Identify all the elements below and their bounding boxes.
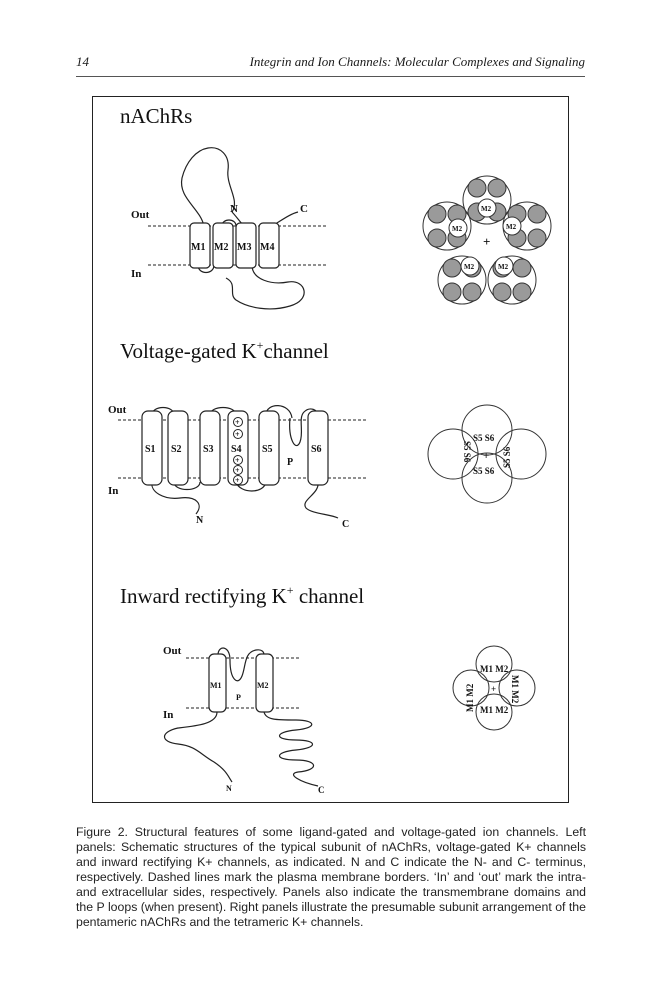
kv-segment-label: S6: [311, 444, 322, 455]
nachr-pore-center: +: [483, 234, 490, 249]
kv-title: Voltage-gated K+channel: [120, 338, 329, 363]
kir-segments: M1 M2: [208, 653, 274, 713]
kv-segment-label: S1: [145, 444, 156, 455]
kir-subunit-bottom: [475, 693, 513, 731]
kv-segment-s1: [141, 410, 163, 486]
kir-segment-label: M1: [210, 681, 222, 690]
nachr-subunit: [502, 201, 552, 251]
kir-pore-top-label: M1 M2: [480, 664, 509, 674]
page-number: 14: [76, 54, 89, 69]
nachr-extracellular-loop: [181, 147, 236, 227]
nachr-segment-label: M2: [214, 242, 228, 253]
kir-n-label: N: [226, 784, 232, 793]
nachr-out-label: Out: [131, 209, 150, 221]
kir-pore-left-label: M1 M2: [465, 683, 475, 712]
kir-in-label: In: [163, 709, 173, 721]
kir-segment-label: M2: [257, 681, 269, 690]
kv-s4-charge: +: [235, 456, 240, 465]
nachr-segment-m1: [189, 222, 211, 269]
kv-n-label: N: [196, 515, 204, 526]
kir-subunit-left: [452, 669, 490, 707]
kv-segment-label: S4: [231, 444, 242, 455]
header-rule: [76, 76, 585, 77]
kir-subunit-top: [475, 645, 513, 683]
kir-panel: Inward rectifying K+ channel Out In M1 M…: [120, 583, 536, 795]
kv-subunit-right: [495, 428, 547, 480]
kv-pore-top-label: S5 S6: [473, 433, 495, 443]
kir-tetramer: M1 M2 M1 M2 M1 M2 M1 M2 +: [452, 645, 536, 731]
kv-segment-s5: [258, 410, 280, 486]
nachr-segment-m4: [258, 222, 280, 269]
kv-segment-s6: [307, 410, 329, 486]
running-title: Integrin and Ion Channels: Molecular Com…: [249, 54, 585, 69]
kv-pore-left-label: S5 S6: [462, 441, 472, 463]
kir-n-tail: [163, 711, 233, 783]
nachr-panel: nAChRs Out In M1 M2 M3 M4 N C: [120, 104, 552, 310]
kv-segment-label: S2: [171, 444, 182, 455]
kir-c-tail: [263, 711, 319, 787]
kv-segments: S1 S2 S3 S4 S5 S6: [141, 410, 329, 486]
kv-in-label: In: [108, 485, 118, 497]
kv-n-tail: [151, 481, 200, 515]
kv-s4-charge: +: [235, 418, 240, 427]
nachr-pentamer: M2 M2 M2 M2 M2 +: [422, 175, 552, 305]
nachr-segment-label: M4: [260, 242, 274, 253]
nachr-c-label: C: [300, 203, 308, 215]
nachr-segment-label: M1: [191, 242, 205, 253]
kv-subunit-left: [427, 428, 479, 480]
nachr-segment-m2: [212, 222, 234, 269]
kv-s4-charge: +: [235, 466, 240, 475]
kv-pore-center: +: [483, 450, 489, 462]
nachr-pore-label: M2: [481, 205, 492, 213]
nachr-n-label: N: [230, 203, 238, 215]
kv-segment-label: S3: [203, 444, 214, 455]
figure-frame: [92, 96, 569, 803]
kv-s4-charges: + + + + +: [233, 417, 243, 485]
nachr-intracellular-loop: [225, 264, 305, 310]
kir-c-label: C: [318, 785, 325, 795]
kv-panel: Voltage-gated K+channel Out In S1 S2 S3 …: [108, 338, 547, 530]
kir-p-loop: [217, 647, 265, 682]
nachr-subunit: [487, 255, 537, 305]
kv-segment-label: S5: [262, 444, 273, 455]
kir-p-label: P: [236, 693, 241, 702]
kir-pore-center: +: [491, 684, 496, 694]
kir-out-label: Out: [163, 645, 182, 657]
nachr-segments: M1 M2 M3 M4: [189, 222, 280, 269]
kir-pore-right-label: M1 M2: [510, 675, 520, 704]
nachr-subunit: [462, 175, 512, 225]
kv-tetramer: S5 S6 S5 S6 S5 S6 S5 S6 +: [427, 404, 547, 504]
nachr-in-label: In: [131, 268, 141, 280]
kv-subunit-bottom: [461, 452, 513, 504]
nachr-title: nAChRs: [120, 104, 192, 128]
nachr-pore-label: M2: [464, 263, 475, 271]
kv-segment-s3: [199, 410, 221, 486]
nachr-pore-label: M2: [506, 223, 517, 231]
kv-p-label: P: [287, 457, 293, 468]
nachr-segment-m3: [235, 222, 257, 269]
kir-title: Inward rectifying K+ channel: [120, 583, 364, 608]
kv-c-label: C: [342, 519, 349, 530]
kv-pore-bottom-label: S5 S6: [473, 466, 495, 476]
nachr-subunit: [437, 255, 487, 305]
nachr-segment-label: M3: [237, 242, 251, 253]
kir-subunit-right: [498, 669, 536, 707]
kv-segment-s2: [167, 410, 189, 486]
nachr-subunit: [422, 201, 472, 251]
kir-pore-bottom-label: M1 M2: [480, 705, 509, 715]
kv-p-loop: [289, 408, 319, 447]
kv-s4-charge: +: [235, 430, 240, 439]
nachr-pore-label: M2: [498, 263, 509, 271]
kv-subunit-top: [461, 404, 513, 456]
kv-out-label: Out: [108, 404, 127, 416]
nachr-pore-label: M2: [452, 225, 463, 233]
kv-c-tail: [304, 481, 339, 519]
figure-caption: Figure 2. Structural features of some li…: [76, 825, 586, 930]
kv-s4-charge: +: [235, 476, 240, 485]
kv-pore-right-label: S5 S6: [502, 446, 512, 468]
figure-caption-text: Figure 2. Structural features of some li…: [76, 825, 586, 929]
